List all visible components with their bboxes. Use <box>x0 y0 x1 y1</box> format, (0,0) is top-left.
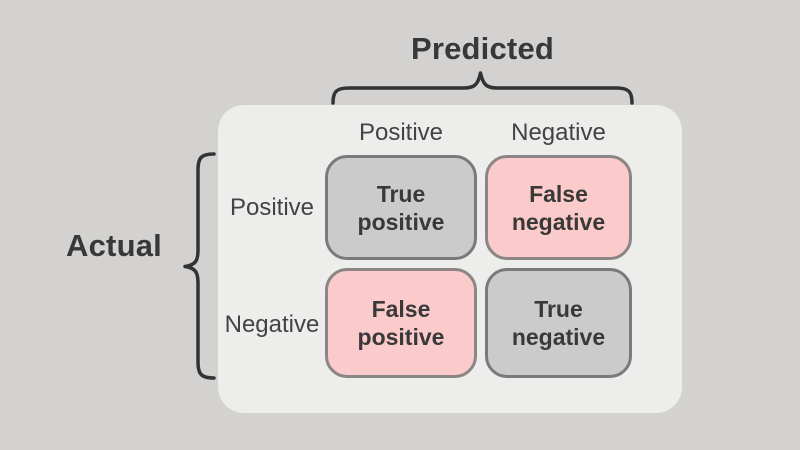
cell-false-negative: False negative <box>485 155 632 260</box>
cell-label: True positive <box>357 180 445 235</box>
cell-true-positive: True positive <box>325 155 477 260</box>
row-header-negative: Negative <box>224 311 320 338</box>
cell-true-negative: True negative <box>485 268 632 378</box>
predicted-axis-title: Predicted <box>410 31 555 66</box>
cell-label: False negative <box>511 180 606 235</box>
actual-axis-title: Actual <box>66 228 162 263</box>
predicted-brace <box>331 71 634 105</box>
column-header-positive: Positive <box>358 119 444 146</box>
cell-false-positive: False positive <box>325 268 477 378</box>
row-header-positive: Positive <box>229 194 315 221</box>
cell-label: True negative <box>511 296 606 350</box>
cell-label: False positive <box>357 296 445 350</box>
actual-brace <box>183 152 216 380</box>
column-header-negative: Negative <box>511 119 606 146</box>
